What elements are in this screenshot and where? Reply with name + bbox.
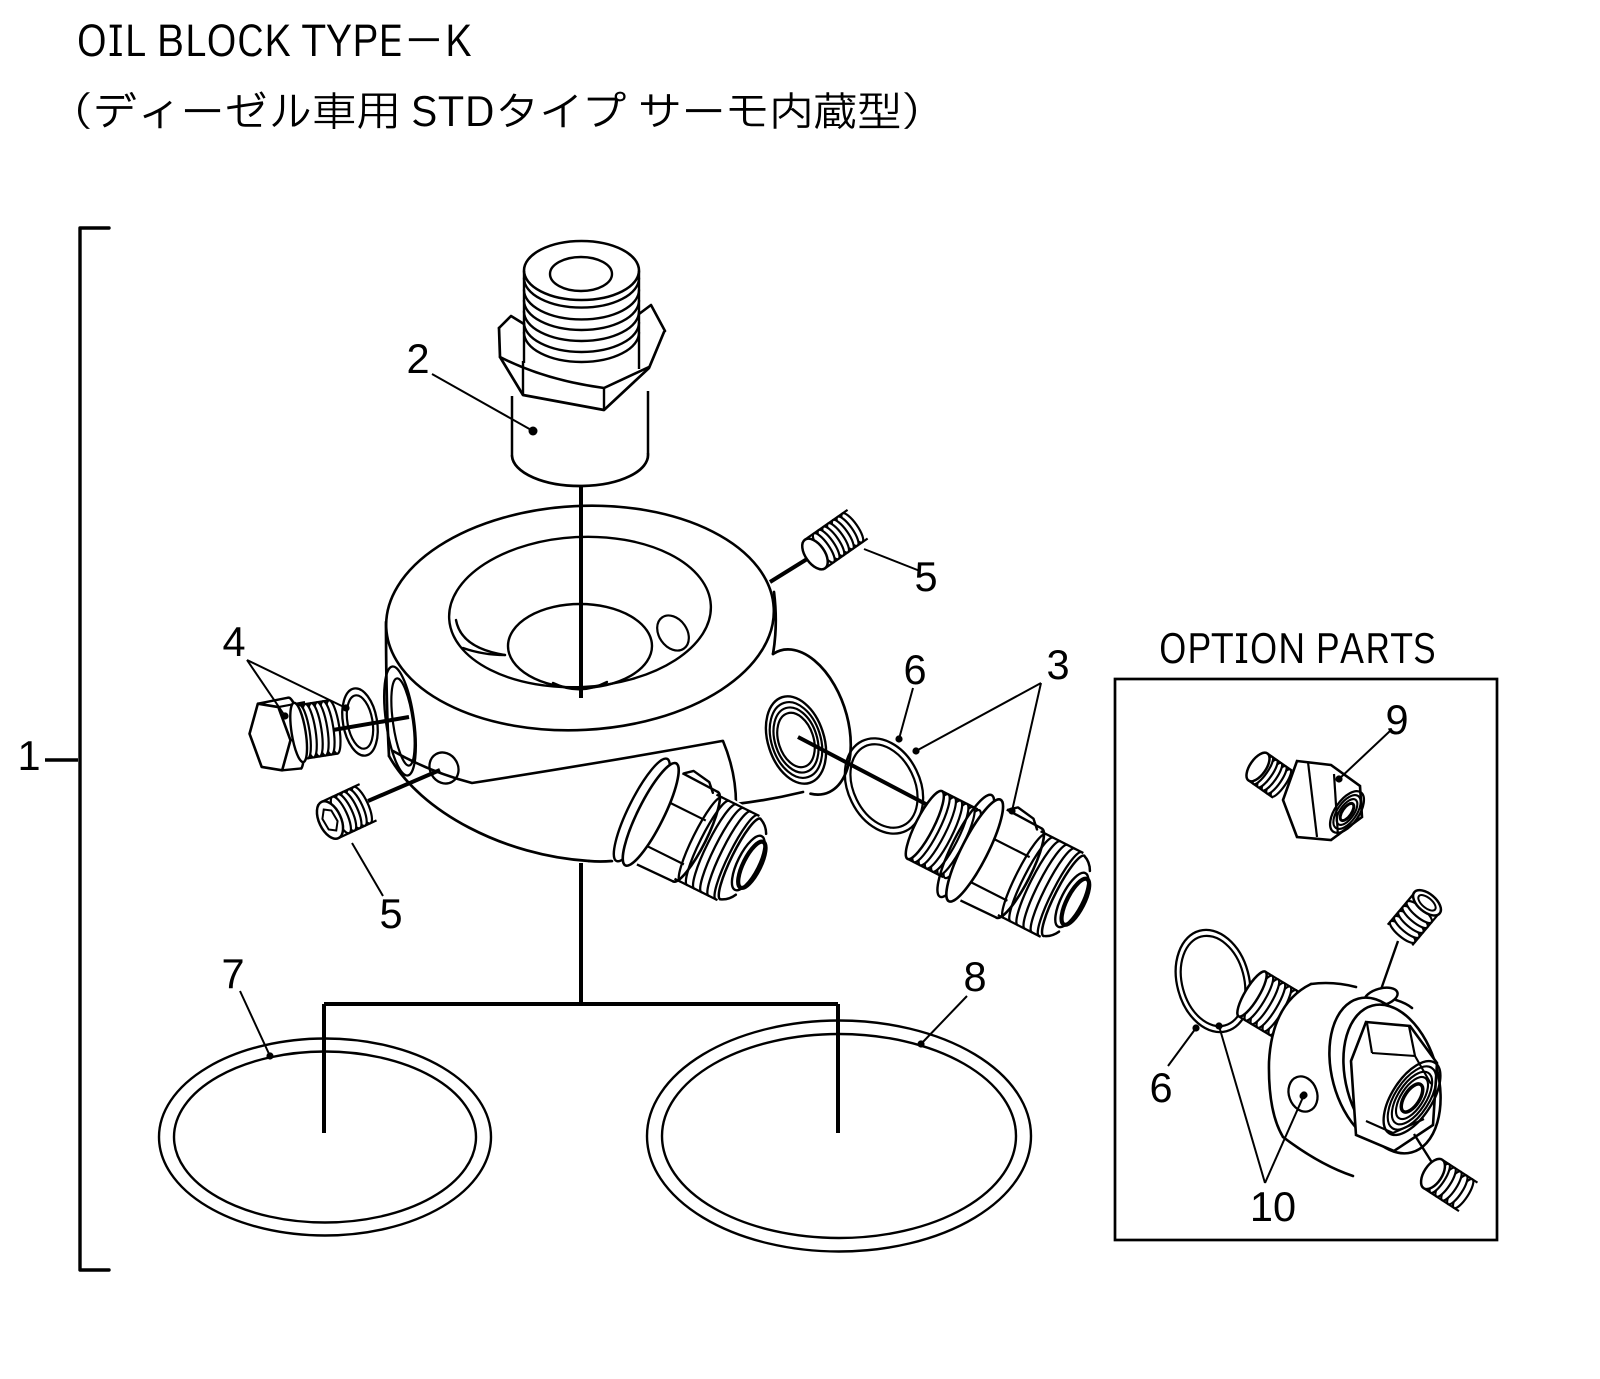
svg-text:1: 1 [17,732,40,779]
svg-text:7: 7 [221,950,244,997]
svg-text:6: 6 [1149,1064,1172,1111]
svg-text:5: 5 [379,890,402,937]
svg-text:9: 9 [1385,696,1408,743]
svg-text:2: 2 [406,335,429,382]
svg-text:8: 8 [963,953,986,1000]
svg-text:10: 10 [1250,1183,1296,1230]
svg-text:6: 6 [903,646,926,693]
svg-text:5: 5 [914,553,937,600]
svg-text:3: 3 [1046,641,1069,688]
svg-text:4: 4 [222,618,245,665]
